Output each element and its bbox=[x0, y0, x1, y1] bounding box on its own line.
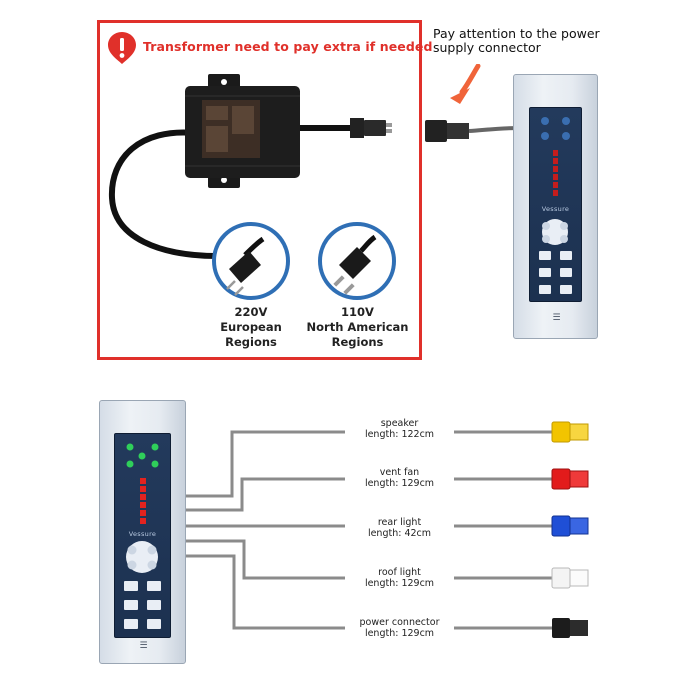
wire-name: roof light bbox=[378, 567, 421, 578]
wire-label-vent-fan: vent fan length: 129cm bbox=[345, 467, 454, 489]
panel-face-graphics bbox=[124, 443, 161, 629]
menu-icon: ☰ bbox=[139, 641, 148, 651]
plug-110v-region2: Regions bbox=[331, 335, 384, 349]
wire-name: speaker bbox=[380, 418, 419, 429]
plug-110v-label: 110V North American Regions bbox=[300, 305, 415, 350]
connector-rear-light bbox=[551, 515, 589, 537]
plug-220v-voltage: 220V bbox=[234, 305, 268, 319]
panel-face: Vessure bbox=[529, 107, 582, 302]
wire-name: power connector bbox=[359, 617, 440, 628]
note-line2: supply connector bbox=[433, 40, 541, 55]
plug-110v-voltage: 110V bbox=[341, 305, 374, 319]
connector-roof-light bbox=[551, 567, 589, 589]
plug-220v-label: 220V European Regions bbox=[201, 305, 301, 350]
control-panel-top: Vessure ☰ bbox=[513, 74, 598, 339]
plug-220v-region2: Regions bbox=[225, 335, 277, 349]
wire-connectors bbox=[551, 421, 589, 638]
connector-vent-fan bbox=[551, 468, 589, 490]
brand-label: Vessure bbox=[128, 530, 157, 538]
plug-220v-region1: European bbox=[220, 320, 282, 334]
warning-title: Transformer need to pay extra if needed bbox=[143, 39, 433, 54]
menu-icon: ☰ bbox=[552, 313, 561, 323]
brand-label: Vessure bbox=[541, 205, 570, 213]
transformer-warning-box bbox=[97, 20, 422, 360]
plug-110v-region1: North American bbox=[306, 320, 409, 334]
panel-face-graphics bbox=[539, 117, 572, 294]
wire-length: length: 122cm bbox=[364, 429, 435, 440]
connector-power bbox=[552, 618, 588, 638]
connector-speaker bbox=[551, 421, 589, 443]
wire-length: length: 129cm bbox=[364, 578, 435, 589]
wire-label-roof-light: roof light length: 129cm bbox=[345, 567, 454, 589]
wire-label-rear-light: rear light length: 42cm bbox=[345, 517, 454, 539]
european-plug-icon bbox=[212, 222, 290, 300]
wire-length: length: 129cm bbox=[364, 628, 435, 639]
transformer-illustration bbox=[108, 74, 392, 259]
control-panel-bottom: Vessure ☰ bbox=[99, 400, 186, 664]
arrow-down-icon bbox=[450, 64, 481, 104]
wire-name: rear light bbox=[377, 517, 422, 528]
us-plug-icon bbox=[318, 222, 396, 300]
wire-name: vent fan bbox=[379, 467, 420, 478]
wire-label-power-connector: power connector length: 129cm bbox=[345, 617, 454, 639]
note-line1: Pay attention to the power bbox=[433, 26, 600, 41]
wire-length: length: 42cm bbox=[367, 528, 432, 539]
warning-icon bbox=[108, 32, 136, 64]
power-connector-note: Pay attention to the power supply connec… bbox=[433, 27, 633, 55]
wire-label-speaker: speaker length: 122cm bbox=[345, 418, 454, 440]
wire-length: length: 129cm bbox=[364, 478, 435, 489]
panel-face: Vessure bbox=[114, 433, 171, 638]
